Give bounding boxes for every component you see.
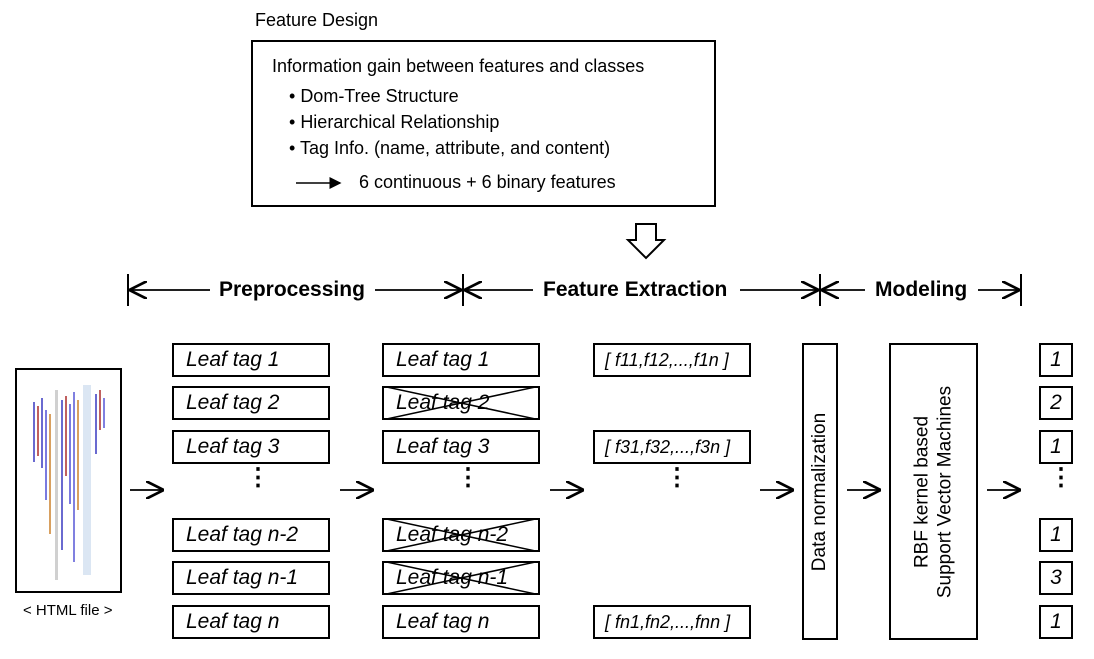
filtered-tag: Leaf tag 3 [382, 430, 540, 464]
feature-design-title: Feature Design [255, 10, 379, 30]
svm-label-line2: Support Vector Machines [934, 385, 956, 599]
normalization-label: Data normalization [809, 412, 830, 572]
stage-modeling: Modeling [867, 278, 976, 302]
down-arrow-icon [625, 223, 667, 260]
stage-feature-extraction: Feature Extraction [535, 278, 736, 302]
ellipsis: ⋮ [246, 464, 270, 491]
filtered-tag: Leaf tag 1 [382, 343, 540, 377]
leaf-tag: Leaf tag n [172, 605, 330, 639]
html-file-label: < HTML file > [23, 602, 113, 619]
leaf-tag: Leaf tag 3 [172, 430, 330, 464]
bullet-item: • Dom-Tree Structure [289, 86, 459, 106]
class-label: 3 [1039, 561, 1073, 595]
leaf-tag: Leaf tag 2 [172, 386, 330, 420]
svm-box: RBF kernel based Support Vector Machines [889, 343, 978, 640]
svm-label: RBF kernel based Support Vector Machines [911, 346, 957, 639]
class-label: 1 [1039, 430, 1073, 464]
html-file-thumbnail [15, 368, 122, 593]
cross-out-mark [387, 563, 535, 593]
html-code-preview [33, 385, 105, 580]
svm-label-line1: RBF kernel based [911, 415, 933, 569]
stage-preprocessing: Preprocessing [211, 278, 373, 302]
ellipsis: ⋮ [456, 464, 480, 491]
class-label: 1 [1039, 605, 1073, 639]
ellipsis: ⋮ [1049, 464, 1073, 491]
removed-tag: Leaf tag 2 [382, 386, 540, 420]
class-label: 1 [1039, 518, 1073, 552]
bullet-item: • Hierarchical Relationship [289, 112, 500, 132]
removed-tag: Leaf tag n-1 [382, 561, 540, 595]
feature-vector: [ fn1,fn2,...,fnn ] [593, 605, 751, 639]
class-label: 1 [1039, 343, 1073, 377]
bullet-list: • Dom-Tree Structure • Hierarchical Rela… [289, 86, 610, 164]
leaf-tag: Leaf tag n-1 [172, 561, 330, 595]
bullet-item: • Tag Info. (name, attribute, and conten… [289, 138, 611, 158]
leaf-tag: Leaf tag 1 [172, 343, 330, 377]
removed-tag: Leaf tag n-2 [382, 518, 540, 552]
normalization-box: Data normalization [802, 343, 838, 640]
cross-out-mark [387, 520, 535, 550]
leaf-tag: Leaf tag n-2 [172, 518, 330, 552]
feature-vector: [ f11,f12,...,f1n ] [593, 343, 751, 377]
feature-vector: [ f31,f32,...,f3n ] [593, 430, 751, 464]
cross-out-mark [387, 388, 535, 418]
feature-design-box: Information gain between features and cl… [251, 40, 716, 207]
feature-design-heading: Information gain between features and cl… [272, 56, 645, 76]
class-label: 2 [1039, 386, 1073, 420]
ellipsis: ⋮ [665, 464, 689, 491]
feature-design-result: 6 continuous + 6 binary features [359, 172, 616, 192]
filtered-tag: Leaf tag n [382, 605, 540, 639]
